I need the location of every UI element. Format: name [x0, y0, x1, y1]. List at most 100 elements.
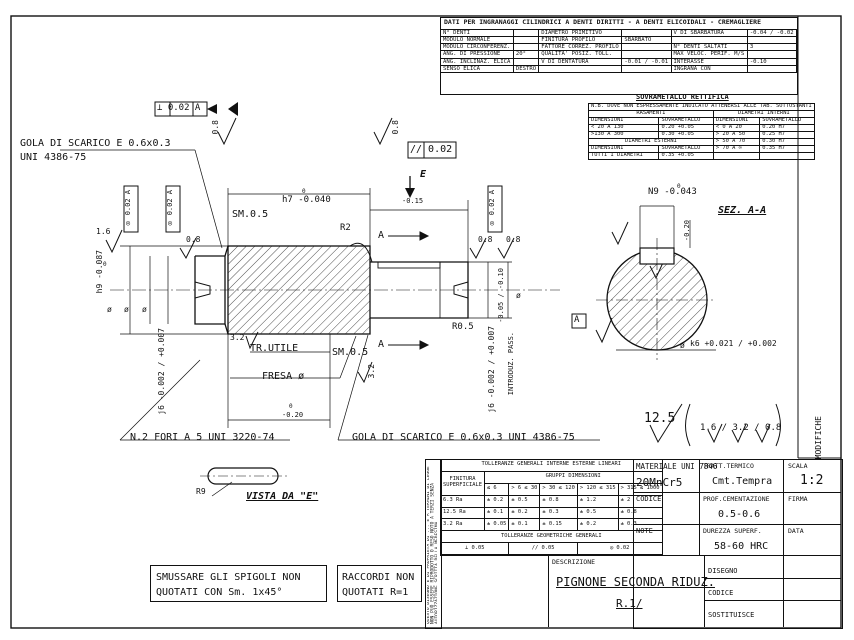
roughness-16-a: 1.6 — [96, 227, 111, 236]
cell — [512, 36, 540, 45]
bracket-roughness-values: 1.6 / 3.2 / 0.8 — [700, 423, 782, 433]
gola-top-label: GOLA DI SCARICO E 0.6x0.3 — [20, 138, 171, 149]
vista-e-label: VISTA DA "E" — [246, 491, 319, 502]
geom-runout: ◎ 0.02 — [576, 542, 663, 555]
parallelism-frame: // 0.02 — [410, 144, 453, 155]
cell: MODULO CIRCONFERENZ. — [440, 43, 514, 52]
raccordi-box — [337, 565, 422, 602]
cell: -0.10 — [746, 57, 798, 66]
tr-utile-label: TR.UTILE — [250, 343, 299, 354]
cell: N° DENTI — [440, 28, 514, 38]
sm05-bottom-label: SM.0.5 — [332, 347, 369, 358]
cell: INGRANA CON — [670, 64, 748, 73]
durezza-label: DUREZZA SUPERF. — [703, 527, 762, 535]
cell: ± 0.5 — [508, 494, 541, 508]
col-header: SOVRAMETALLO — [759, 116, 815, 125]
cell: ± 0.8 — [617, 506, 663, 520]
cell: ANG. DI PRESSIONE — [440, 50, 514, 59]
col-header: DIMENSIONI — [712, 116, 761, 125]
section-label-bottom: A — [378, 339, 385, 350]
cell — [621, 43, 672, 52]
dia-1: ø — [107, 305, 112, 314]
gear-data-title: DATI PER INGRANAGGI CILINDRICI A DENTI D… — [444, 18, 761, 26]
materiale-value: 20MnCr5 — [636, 476, 683, 489]
fori-label: N.2 FORI A 5 UNI 3220-74 — [130, 432, 275, 443]
r05-label: R0.5 — [452, 322, 474, 332]
n9-zero: 0 — [677, 183, 681, 190]
cell: MODULO NORMALE — [440, 36, 514, 45]
shaft-view — [110, 242, 560, 335]
roughness-08-c: 0.8 — [506, 235, 521, 244]
gola-bottom-label: GOLA DI SCARICO E 0.6x0.3 UNI 4386-75 — [352, 432, 575, 443]
tolerance-table: TOLLERANZE GENERALI INTERNE ESTERNE LINE… — [439, 459, 663, 555]
n9-label: N9 -0.043 — [648, 187, 697, 197]
feature-frames — [123, 101, 587, 329]
cell: ± 0.2 — [576, 518, 619, 532]
prof-label: PROF.CEMENTAZIONE — [703, 495, 770, 503]
introduz-label: INTRODUZ. PASS. — [507, 332, 515, 396]
cell: 20° — [512, 50, 540, 59]
cell: > 70 A ∞ — [712, 144, 761, 153]
cell — [512, 43, 540, 52]
cell: 12.5 Ra — [440, 506, 485, 520]
roughness-32-a: 3.2 — [230, 333, 245, 342]
cell: 0.35 +0.05 — [658, 151, 714, 160]
geom-perp: ⊥ 0.05 — [439, 542, 510, 555]
dia-3: ø — [142, 305, 147, 314]
sm05-top-label: SM.0.5 — [232, 209, 269, 220]
dia-4: ø — [516, 291, 521, 300]
sostituisce-label: SOSTITUISCE — [708, 611, 755, 619]
cell: V DI DENTATURA — [538, 57, 623, 66]
runout-frame-3: ◎ 0.02 A — [488, 190, 496, 228]
k6-label: k6 +0.021 / +0.002 — [690, 339, 777, 348]
cell: ANG. INCLINAZ. ELICA — [440, 57, 514, 66]
scala-label: SCALA — [788, 462, 808, 470]
fresa-label: FRESA ø — [262, 371, 305, 382]
j6a-label: j6 -0.002 / +0.007 — [157, 328, 166, 415]
runout-frame-2: ◎ 0.02 A — [166, 190, 174, 228]
gear-data-table: N° DENTI DIAMETRO PRIMITIVO V DI SBARBATUR… — [440, 28, 798, 73]
cell: DIAMETRO PRIMITIVO — [538, 28, 623, 38]
cell: 0.35 H7 — [759, 144, 815, 153]
perpendicularity-frame: ⊥ 0.02 A — [157, 103, 201, 113]
cell — [512, 28, 540, 38]
firma-label: FIRMA — [788, 495, 808, 503]
copyright-note: QUESTO DISEGNO È DI PROPRIETÀ DI ... E A… — [427, 466, 437, 624]
cell: V DI SBARBATURA — [670, 28, 748, 38]
roughness-08-b: 0.8 — [478, 235, 493, 244]
cell — [670, 36, 748, 45]
cell: ± 0.8 — [539, 494, 578, 508]
cell: 6.3 Ra — [440, 494, 485, 508]
note-label: NOTE — [636, 527, 653, 535]
general-roughness-value: 12.5 — [644, 411, 676, 426]
cell: QUALITA' POSIZ. TOLL. — [538, 50, 623, 59]
cell: ± 0.2 — [483, 494, 510, 508]
section-a-a — [596, 205, 716, 360]
h9-zero: 0 — [103, 261, 107, 268]
part-code: R.1/ — [616, 597, 643, 610]
r9-label: R9 — [196, 487, 206, 496]
cell: 3 — [746, 43, 798, 52]
tolerance-title: TOLLERANZE GENERALI INTERNE ESTERNE LINE… — [440, 459, 663, 472]
cell: 3.2 Ra — [440, 518, 485, 532]
cell — [621, 50, 672, 59]
dia-2: ø — [124, 305, 129, 314]
section-arrows — [388, 231, 430, 350]
roughness-32-b: 3.2 — [367, 364, 376, 379]
cell: MAX VELOC. PERIF. M/S — [670, 50, 748, 59]
dim-020: -0.20 — [282, 411, 304, 419]
interni-title: DIAMETRI INTERNI — [712, 109, 815, 118]
oversize-note: N.B. DOVE NON ESPRESSAMENTE INDICATO ATT… — [588, 103, 815, 111]
oversize-table: N.B. DOVE NON ESPRESSAMENTE INDICATO ATT… — [587, 103, 815, 160]
vista-e — [200, 467, 290, 497]
cell: N° DENTI SALTATI — [670, 43, 748, 52]
raccordi-note: RACCORDI NON QUOTATI R=1 — [342, 572, 415, 598]
section-aa-title: SEZ. A-A — [718, 205, 767, 216]
cell: DESTRO — [512, 64, 540, 73]
dim-005-label: -0.05 / -0.10 — [497, 268, 505, 323]
section-label-top: A — [378, 230, 385, 241]
disegno-label: DISEGNO — [708, 567, 738, 575]
dim-015: -0.15 — [402, 197, 424, 205]
h9-label: h9 -0.087 — [95, 250, 104, 294]
